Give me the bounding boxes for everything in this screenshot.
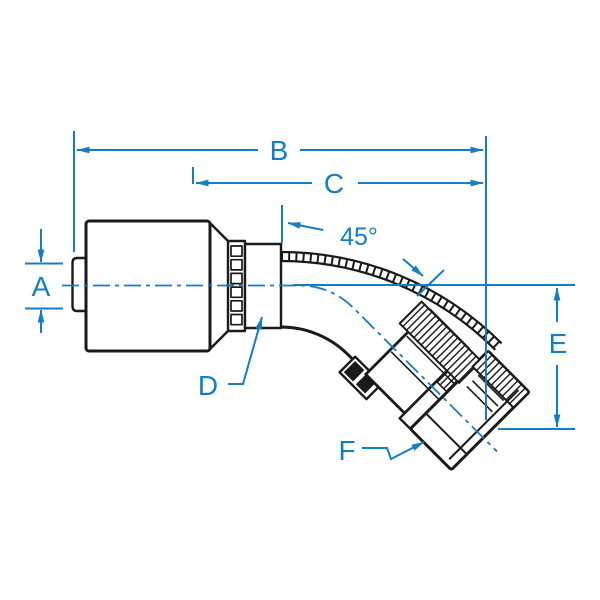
dim-angle-arrow-right <box>402 258 424 277</box>
bent-tube-serrated-band <box>280 250 503 351</box>
bent-tube-lower-wall <box>280 325 370 376</box>
wrench-flat-dark-1 <box>343 360 365 382</box>
dim-label-b: B <box>270 135 289 166</box>
dim-label-e: E <box>549 328 568 359</box>
shell-chamfer-top <box>209 222 230 243</box>
leader-d <box>228 316 263 385</box>
ferrule-windows <box>230 245 243 326</box>
dimension-layer <box>25 131 575 461</box>
bore-line-upper <box>406 335 456 385</box>
stem-nipple <box>71 256 87 313</box>
angle-label-45: 45° <box>340 223 378 251</box>
dim-angle-arrow-left <box>287 222 324 231</box>
dim-label-f: F <box>338 435 355 466</box>
dim-label-a: A <box>32 271 51 302</box>
dim-label-d: D <box>198 370 218 401</box>
nut-hex-flat-line <box>425 412 468 455</box>
bore-line-lower <box>390 351 440 401</box>
leader-f <box>362 441 425 461</box>
socket-section-hatch <box>398 300 483 384</box>
angle-45-tick <box>416 269 445 297</box>
shell-chamfer-bottom <box>209 329 230 350</box>
angled-end-assembly <box>338 300 531 471</box>
coupling-part <box>71 219 531 471</box>
dim-label-c: C <box>324 168 344 199</box>
